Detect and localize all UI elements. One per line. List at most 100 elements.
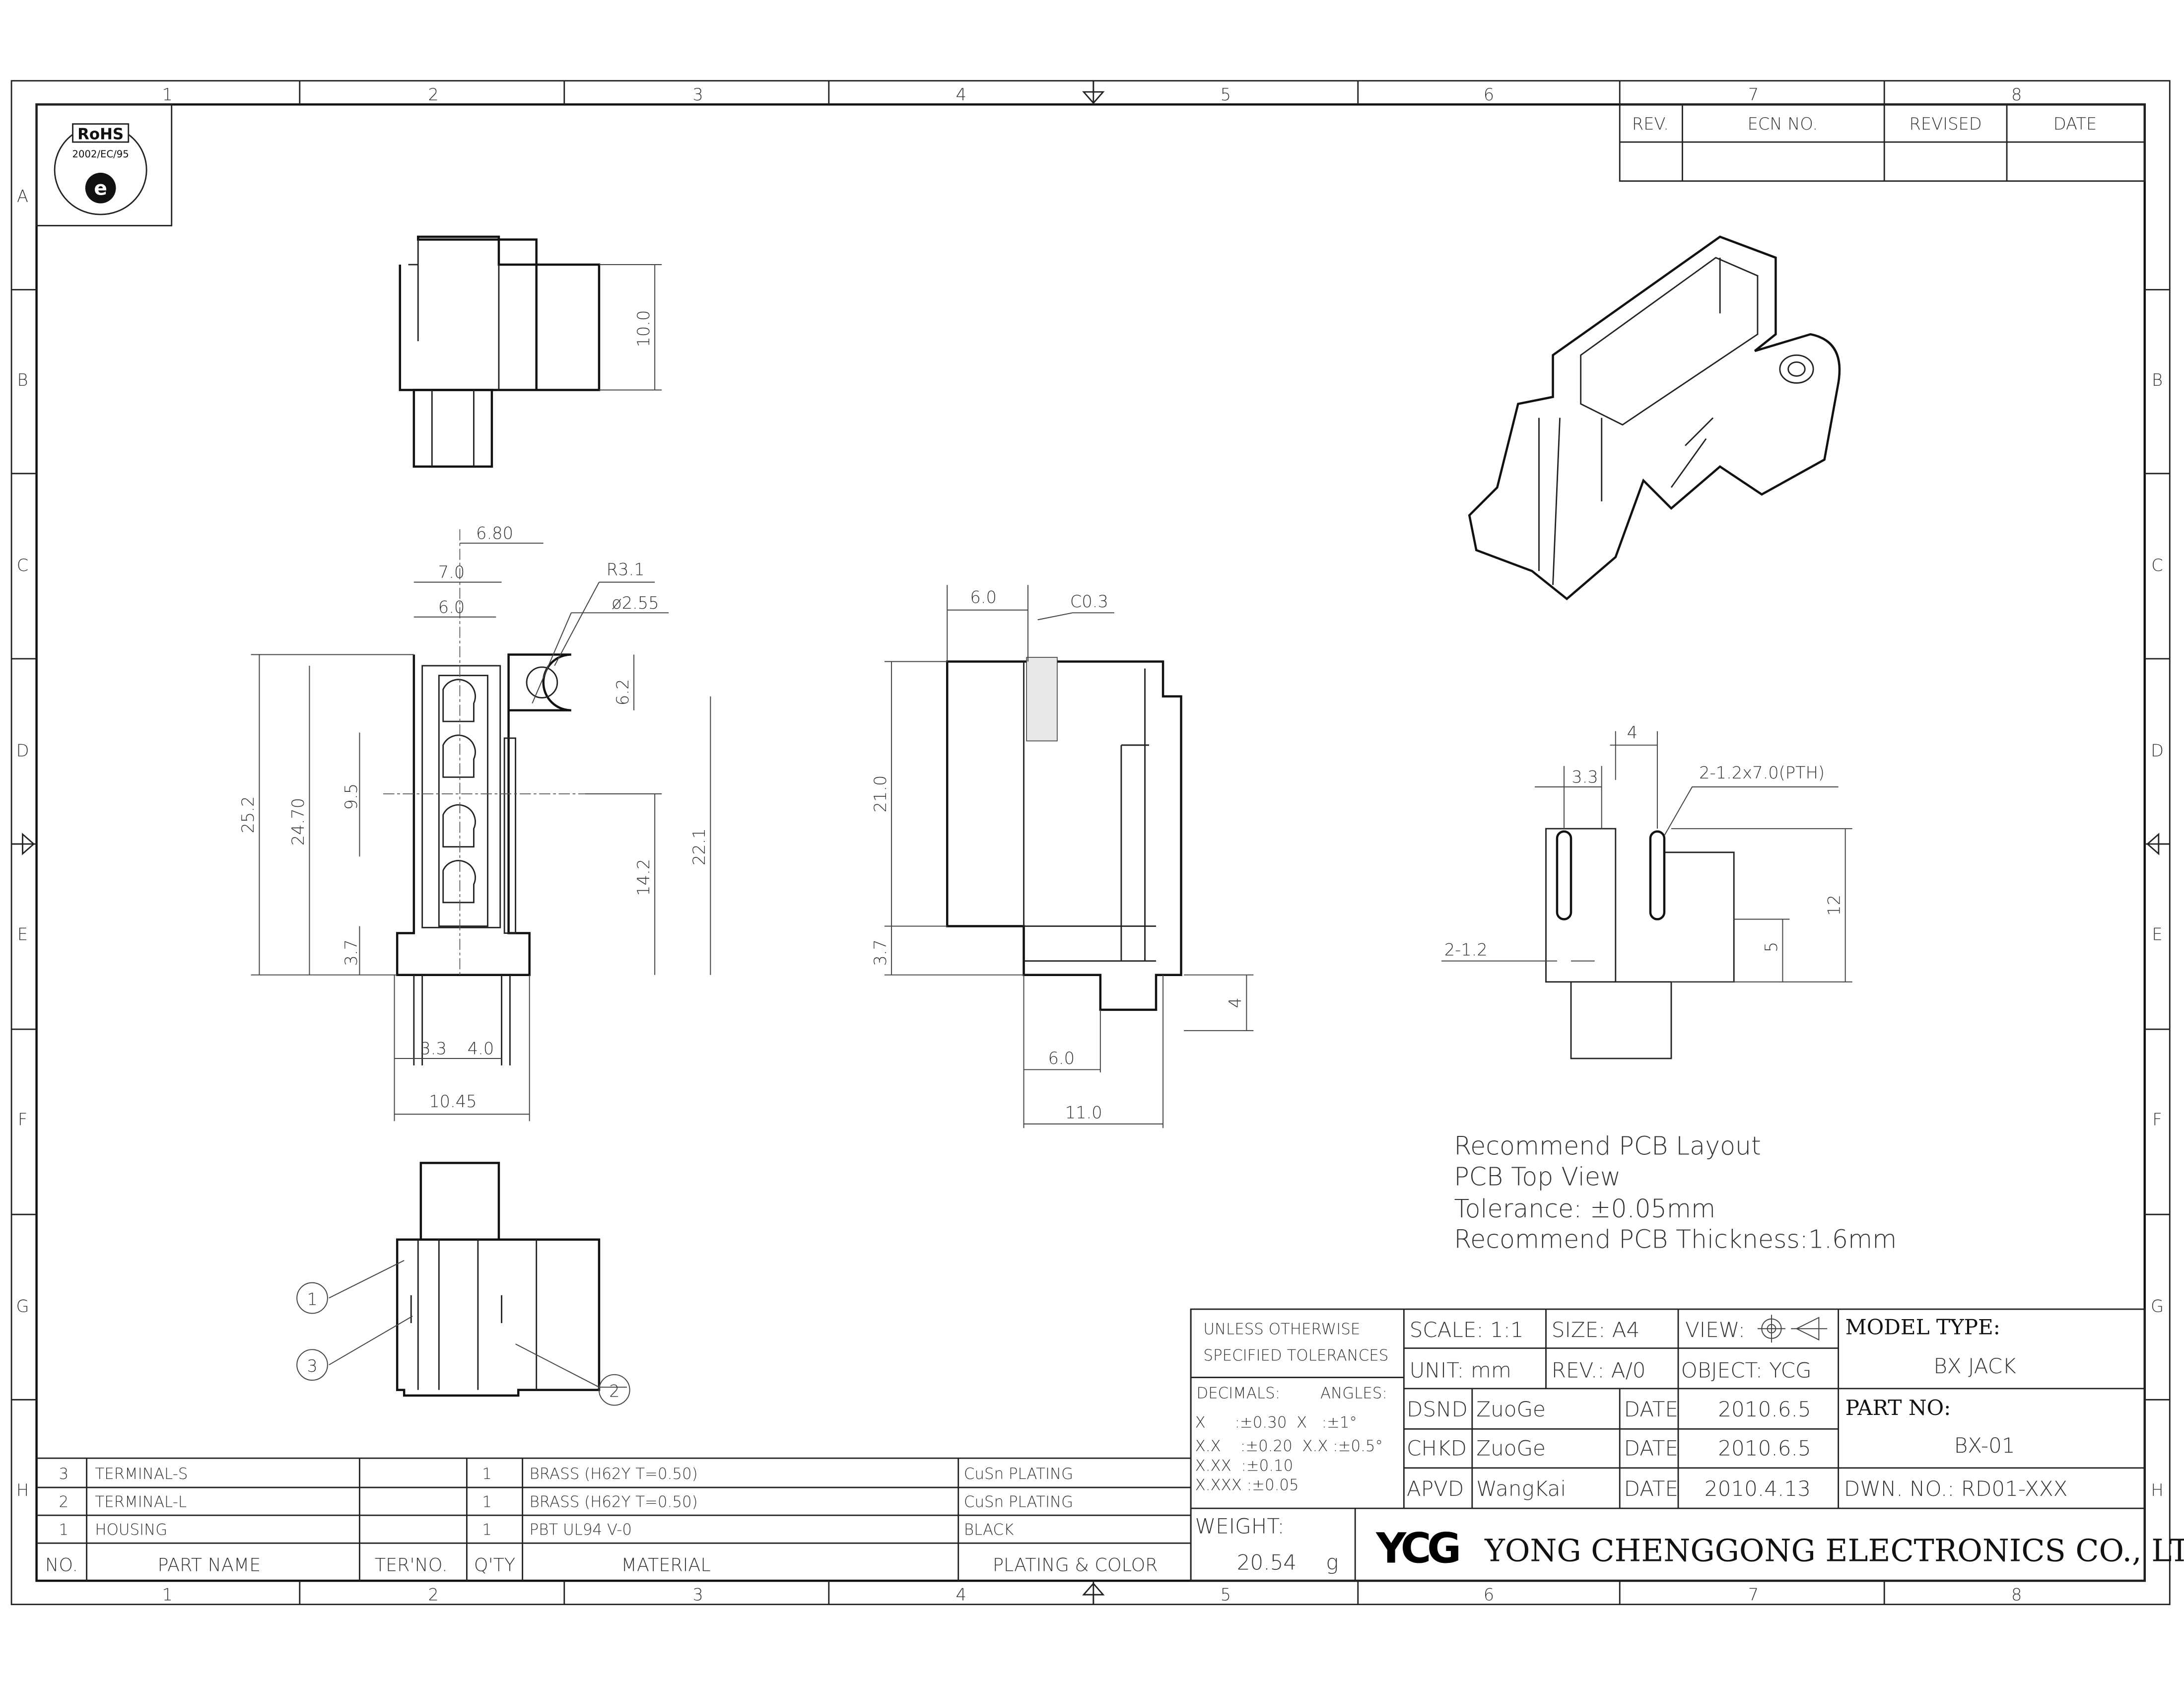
centering-mark-icon [11,833,35,855]
revised-header: REVISED [1910,114,1982,134]
dim-25-2: 25.2 [238,796,258,834]
signoff-name: ZuoGe [1476,1397,1546,1421]
scale: SCALE: 1:1 [1410,1318,1524,1342]
row-label: C [17,556,29,575]
part-no-value: BX-01 [1954,1433,2015,1458]
balloon-3: 3 [307,1356,317,1376]
centering-mark-icon [1082,1582,1105,1605]
bom-plating: CuSn PLATING [964,1493,1073,1511]
bom-part-name: TERMINAL-L [95,1493,187,1511]
col-label: 8 [2011,1585,2022,1604]
balloon-2: 2 [609,1382,619,1401]
row-label: G [16,1297,29,1316]
drawing-number: DWN. NO.: RD01-XXX [1844,1477,2068,1501]
signoff-date-label: DATE [1624,1397,1678,1421]
pcb-dim-pth: 2-1.2x7.0(PTH) [1699,763,1825,782]
bom-header-plating: PLATING & COLOR [993,1554,1158,1575]
col-label: 3 [692,85,703,104]
row-label: E [17,925,28,944]
col-label: 3 [692,1585,703,1604]
date-header: DATE [2053,114,2097,134]
col-label: 2 [428,85,438,104]
company-name: YONG CHENGGONG ELECTRONICS CO., LTD. [1484,1533,2184,1569]
col-label: 7 [1748,85,1759,104]
drawing-frame: 1 2 3 4 5 6 7 8 1 2 3 4 5 6 7 8 A B C D … [10,80,2171,1606]
dim-side-6-0-bottom: 6.0 [1048,1049,1075,1068]
bom-qty: 1 [482,1465,492,1483]
pcb-dim-3-3: 3.3 [1571,768,1598,787]
bom-material: PBT UL94 V-0 [530,1521,632,1539]
dim-top-height: 10.0 [634,310,653,348]
dim-side-3-7: 3.7 [871,939,890,966]
bottom-view: 1 3 2 [296,1162,630,1406]
dim-chamfer: C0.3 [1070,592,1108,611]
model-type-value: BX JACK [1933,1354,2016,1378]
pcb-layout-view: 4 3.3 2-1.2x7.0(PTH) 12 5 2-1.2 [1441,723,1852,1059]
row-label: H [16,1480,29,1500]
signoff-role: CHKD [1407,1436,1467,1461]
tolerance-row: X.X :±0.20 X.X :±0.5° [1195,1437,1383,1455]
dim-3-7: 3.7 [341,939,361,966]
col-label: 4 [956,1585,966,1604]
tolerance-row: X.XXX :±0.05 [1195,1477,1299,1494]
signoff-name: WangKai [1476,1477,1566,1501]
bill-of-materials: 3 TERMINAL-S 1 BRASS (H62Y T=0.50) CuSn … [36,1309,1192,1581]
isometric-view [1468,235,1841,601]
dim-4-0: 4.0 [468,1039,494,1058]
dim-10-45: 10.45 [429,1092,477,1111]
weight-value: 20.54 [1237,1550,1297,1575]
balloon-1: 1 [307,1290,317,1309]
col-label: 8 [2011,85,2022,104]
bom-no: 1 [59,1521,68,1539]
dim-3-3: 3.3 [420,1039,447,1058]
col-label: 5 [1221,1585,1231,1604]
signoff-role: DSND [1407,1397,1468,1421]
sheet-size: SIZE: A4 [1552,1318,1640,1342]
col-label: 2 [428,1585,438,1604]
note-line: PCB Top View [1454,1162,1621,1191]
signoff-date-label: DATE [1624,1477,1678,1501]
dim-side-6-0-top: 6.0 [970,588,997,607]
dim-7-0: 7.0 [438,563,465,582]
bom-no: 3 [59,1465,68,1483]
signoff-date-label: DATE [1624,1436,1678,1461]
note-line: Tolerance: ±0.05mm [1454,1194,1715,1223]
bom-qty: 1 [482,1521,492,1539]
rohs-code: 2002/EC/95 [72,148,129,160]
signoff-date: 2010.6.5 [1718,1397,1811,1421]
dim-21-0: 21.0 [871,775,890,813]
row-label: A [17,187,28,206]
row-label: D [16,741,29,760]
bom-no: 2 [59,1493,68,1511]
signoff-date: 2010.4.13 [1705,1477,1811,1501]
bom-material: BRASS (H62Y T=0.50) [530,1465,698,1483]
ecn-header: ECN NO. [1748,114,1818,134]
company-logo: YCG [1375,1524,1458,1573]
col-label: 1 [162,1585,173,1604]
signoff-name: ZuoGe [1476,1436,1546,1461]
pcb-dim-5: 5 [1762,942,1781,952]
row-label: D [2151,741,2164,760]
tolerance-heading: UNLESS OTHERWISE [1203,1320,1360,1338]
weight-unit: g [1326,1550,1338,1575]
bom-plating: CuSn PLATING [964,1465,1073,1483]
dim-22-1: 22.1 [689,828,709,865]
revision-table: REV. ECN NO. REVISED DATE [1619,103,2146,182]
row-label: B [2152,370,2163,390]
dim-6-2: 6.2 [613,679,632,705]
bom-header-part-name: PART NAME [158,1554,261,1575]
front-view: 6.80 7.0 6.0 R3.1 ø2.55 6.2 25.2 24.70 9… [238,524,711,1122]
dim-hole: ø2.55 [612,593,659,613]
revision: REV.: A/0 [1552,1358,1646,1382]
row-label: F [18,1110,27,1129]
pcb-dim-slot: 2-1.2 [1444,940,1488,959]
tolerance-row: X.XX :±0.10 [1195,1457,1294,1475]
col-label: 4 [956,85,966,104]
row-label: G [2151,1297,2164,1316]
angles-label: ANGLES: [1320,1385,1387,1403]
bom-material: BRASS (H62Y T=0.50) [530,1493,698,1511]
weight-label: WEIGHT: [1195,1514,1285,1539]
dim-6-80: 6.80 [476,524,513,543]
bom-part-name: TERMINAL-S [95,1465,188,1483]
